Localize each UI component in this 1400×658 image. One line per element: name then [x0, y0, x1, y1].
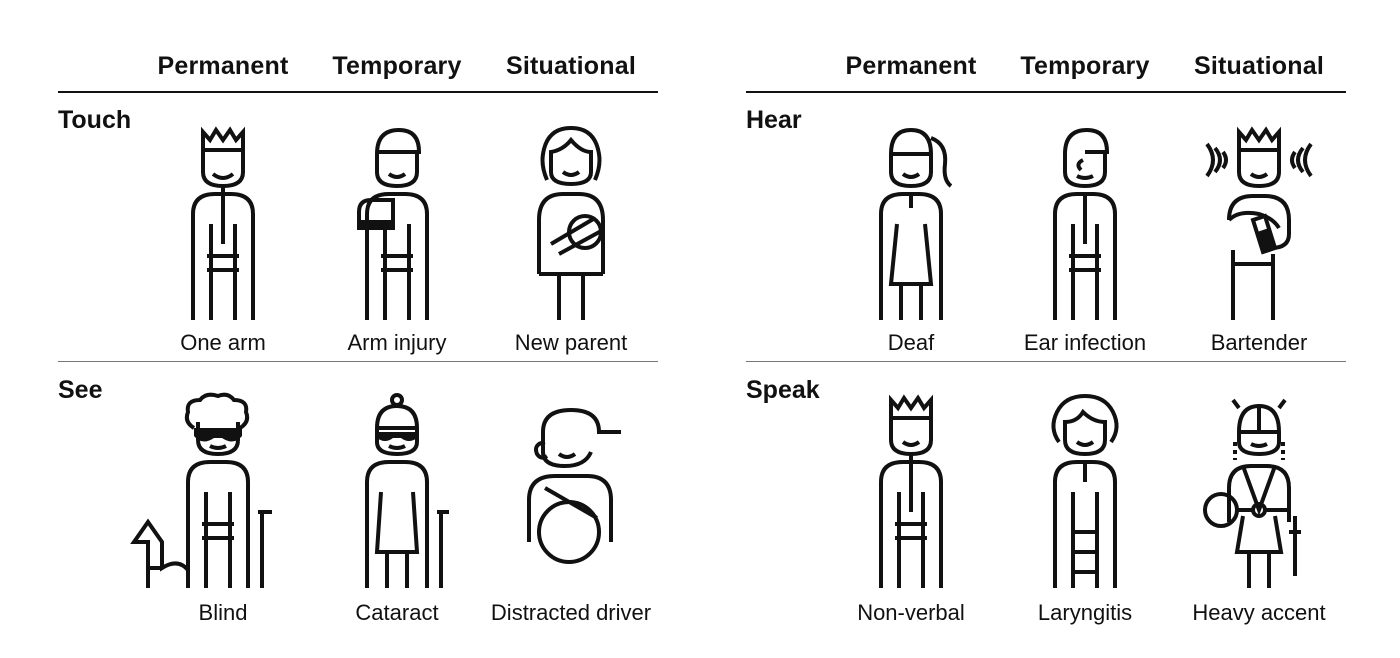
caption-new-parent: New parent — [514, 330, 628, 355]
caption-heavy-accent: Heavy accent — [1192, 600, 1326, 625]
caption-one-arm: One arm — [180, 330, 266, 355]
person-deaf-icon — [826, 124, 996, 320]
person-one-arm-icon — [138, 124, 308, 320]
row-divider-hear-speak — [746, 361, 1346, 362]
row-label-touch: Touch — [58, 106, 132, 134]
header-divider — [58, 91, 658, 93]
row-label-speak: Speak — [746, 376, 820, 404]
row-divider-touch-see — [58, 361, 658, 362]
column-header-permanent: Permanent — [157, 52, 289, 80]
caption-deaf: Deaf — [887, 330, 935, 355]
person-blind-guide-dog-icon — [122, 392, 322, 588]
column-header-temporary: Temporary — [332, 52, 462, 80]
header-divider — [746, 91, 1346, 93]
caption-arm-injury: Arm injury — [347, 330, 447, 355]
column-header-situational: Situational — [506, 52, 636, 80]
person-laryngitis-icon — [1000, 392, 1170, 588]
person-non-verbal-icon — [826, 392, 996, 588]
caption-blind: Blind — [198, 600, 248, 625]
caption-distracted-driver: Distracted driver — [490, 600, 652, 625]
persona-spectrum-right-panel: Permanent Temporary Situational Hear Dea… — [690, 0, 1400, 658]
person-ear-infection-icon — [1000, 124, 1170, 320]
column-header-situational: Situational — [1194, 52, 1324, 80]
persona-spectrum-left-panel: Permanent Temporary Situational Touch On… — [58, 52, 658, 625]
caption-laryngitis: Laryngitis — [1037, 600, 1133, 625]
caption-ear-infection: Ear infection — [1023, 330, 1147, 355]
caption-cataract: Cataract — [355, 600, 439, 625]
caption-non-verbal: Non-verbal — [857, 600, 965, 625]
person-bartender-noise-icon — [1174, 124, 1344, 320]
person-arm-sling-icon — [312, 124, 482, 320]
column-header-temporary: Temporary — [1020, 52, 1150, 80]
column-header-permanent: Permanent — [845, 52, 977, 80]
person-holding-baby-icon — [486, 124, 656, 320]
person-driving-icon — [486, 392, 656, 588]
row-label-hear: Hear — [746, 106, 802, 134]
person-heavy-accent-icon — [1174, 392, 1344, 588]
person-cataract-cane-icon — [312, 392, 482, 588]
row-label-see: See — [58, 376, 103, 404]
caption-bartender: Bartender — [1210, 330, 1308, 355]
